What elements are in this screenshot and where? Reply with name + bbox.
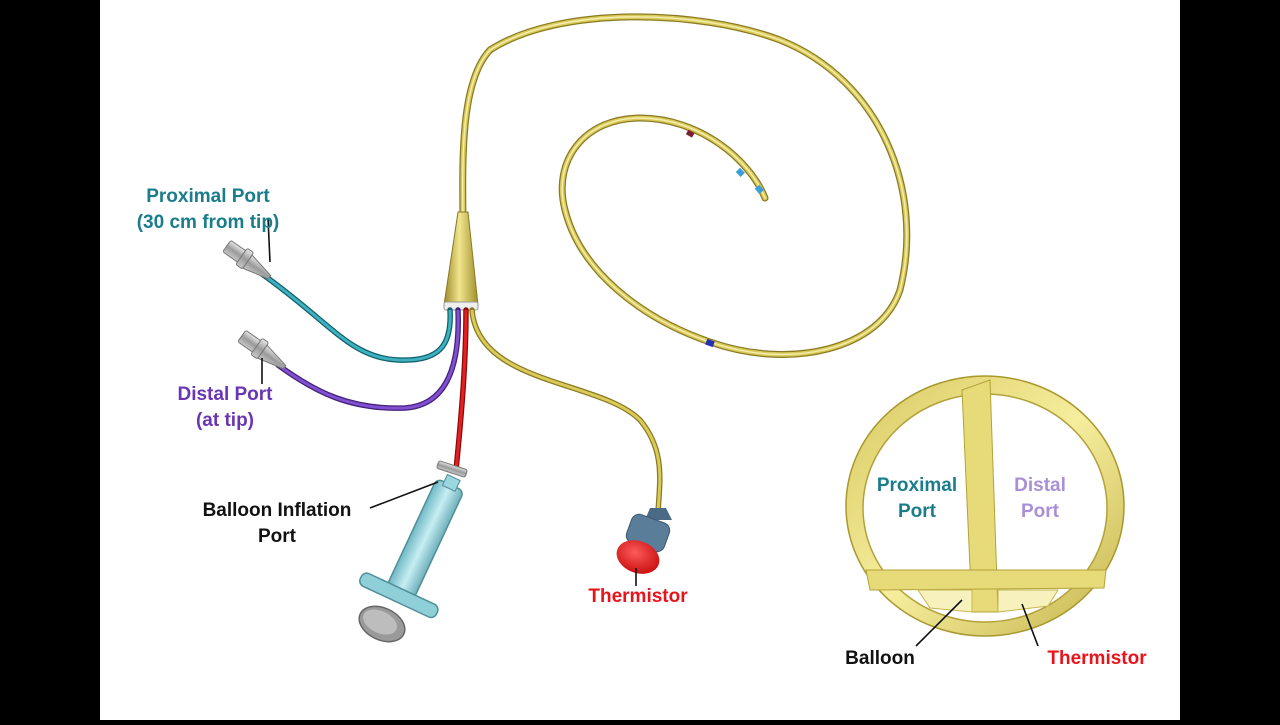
label-line: Distal (1014, 475, 1066, 496)
leader-line (915, 599, 963, 647)
thermistor-connector (616, 508, 672, 574)
distal-port-label: Distal Port (at tip) (150, 382, 300, 434)
leader-line (267, 217, 271, 263)
leader-line (1021, 603, 1039, 647)
thermistor-lead (469, 307, 663, 515)
proximal-line (259, 271, 453, 363)
proximal-port-label: Proximal Port (30 cm from tip) (118, 184, 298, 236)
balloon-inflation-port-label: Balloon Inflation Port (182, 498, 372, 550)
syringe (358, 460, 468, 643)
label-line: Port (1021, 501, 1059, 522)
cross-section-distal-label: Distal Port (990, 473, 1090, 525)
label-line: (at tip) (195, 410, 255, 431)
leader-line (369, 481, 439, 509)
cross-section-diagram (845, 375, 1125, 637)
label-line: Port (898, 501, 936, 522)
proximal-connector (223, 240, 272, 280)
thermistor-label: Thermistor (588, 586, 688, 607)
depth-marker (685, 129, 695, 138)
cross-section-balloon-label: Balloon (845, 648, 915, 669)
cross-section-proximal-label: Proximal Port (862, 473, 972, 525)
depth-marker (754, 184, 764, 194)
label-line: Port (258, 526, 296, 547)
distal-connector (238, 330, 287, 370)
label-line: (30 cm from tip) (136, 212, 280, 233)
label-line: Proximal Port (146, 186, 270, 207)
label-line: Distal Port (177, 384, 273, 405)
label-line: Balloon Inflation (202, 500, 352, 521)
label-line: Proximal (876, 475, 958, 496)
catheter-shaft (459, 13, 911, 358)
depth-marker (735, 167, 745, 177)
catheter-hub (443, 211, 479, 311)
depth-marker (705, 338, 715, 348)
distal-line (275, 307, 461, 411)
cross-section-thermistor-label: Thermistor (1047, 648, 1147, 669)
balloon-line (453, 307, 469, 473)
